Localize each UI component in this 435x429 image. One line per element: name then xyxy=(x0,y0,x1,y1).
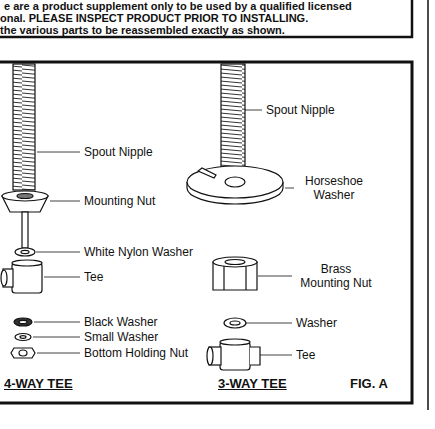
part-name: Spout Nipple xyxy=(266,103,335,117)
figure-heading: 3-WAY TEE xyxy=(218,376,287,391)
part-name: White Nylon Washer xyxy=(84,245,193,259)
column-rule xyxy=(427,0,429,410)
small-washer xyxy=(15,334,31,341)
note-text: onal. PLEASE INSPECT PRODUCT PRIOR TO IN… xyxy=(0,12,308,25)
part-name: Horseshoe Washer xyxy=(297,174,371,202)
part-name: Bottom Holding Nut xyxy=(84,346,188,360)
note-text: the various parts to be reassembled exac… xyxy=(0,24,285,37)
note-box xyxy=(0,0,412,37)
part-name: Small Washer xyxy=(84,330,158,344)
figure-heading: 4-WAY TEE xyxy=(4,376,73,391)
spout-nipple xyxy=(13,64,35,190)
part-name: Tee xyxy=(296,348,315,362)
rod xyxy=(22,212,28,248)
part-name: Tee xyxy=(84,270,103,284)
tee-body xyxy=(12,263,42,293)
washer xyxy=(224,318,246,328)
nylon-washer xyxy=(15,248,35,256)
note-text: e are a product supplement only to be us… xyxy=(4,0,352,13)
four-way-tee-stack xyxy=(1,64,48,358)
figure-number: FIG. A xyxy=(350,376,388,391)
part-name: Spout Nipple xyxy=(84,145,153,159)
part-name: Brass Mounting Nut xyxy=(295,262,377,290)
holding-nut xyxy=(11,348,35,358)
figure-box xyxy=(0,62,412,403)
spout-nipple xyxy=(221,64,245,168)
washer-slot xyxy=(198,168,216,178)
part-name: Washer xyxy=(296,316,337,330)
part-name: Black Washer xyxy=(84,315,158,329)
leader-lines xyxy=(33,110,294,355)
black-washer xyxy=(14,318,32,326)
part-name: Mounting Nut xyxy=(84,194,155,208)
tee-body xyxy=(220,342,250,370)
